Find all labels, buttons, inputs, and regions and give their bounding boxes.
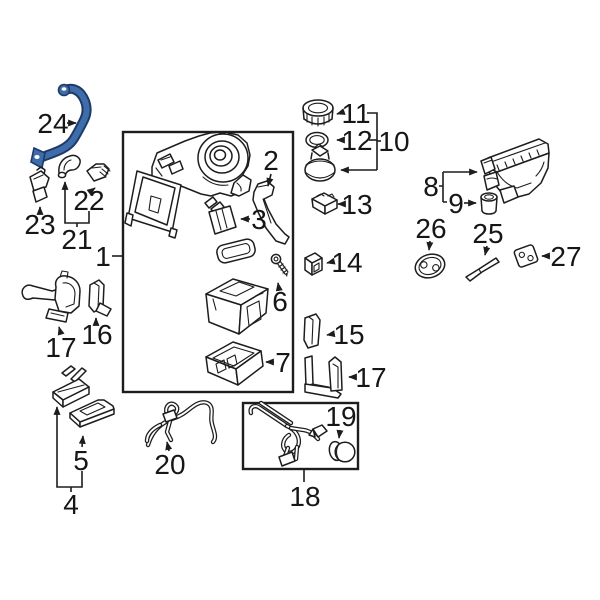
part-21-elbow-hose bbox=[57, 154, 81, 179]
callout-label-10: 10 bbox=[378, 126, 409, 157]
callout-label-5: 5 bbox=[73, 445, 89, 476]
callout-label-26: 26 bbox=[415, 213, 446, 244]
part-19-grommet bbox=[328, 440, 356, 463]
leader-21-bracket bbox=[64, 187, 90, 227]
leader-11 bbox=[336, 108, 346, 115]
part-23-sensor bbox=[29, 166, 50, 203]
part-26-grommet bbox=[414, 253, 446, 279]
part-13-connector bbox=[311, 192, 338, 215]
part-8-air-inlet-housing bbox=[480, 138, 550, 204]
callout-label-17-right: 17 bbox=[355, 362, 386, 393]
leader-lines bbox=[36, 108, 550, 492]
callout-label-21: 21 bbox=[61, 224, 92, 255]
leader-11-bracket bbox=[367, 112, 378, 170]
callout-label-17-left: 17 bbox=[45, 332, 76, 363]
callout-label-4: 4 bbox=[63, 489, 79, 520]
callout-label-22: 22 bbox=[73, 185, 104, 216]
part-11-cap bbox=[302, 99, 334, 127]
part-12-oring bbox=[305, 131, 329, 149]
callout-label-2: 2 bbox=[263, 145, 279, 176]
callout-label-8: 8 bbox=[423, 171, 439, 202]
part-22-sensor-bolt bbox=[86, 163, 111, 182]
callout-label-24: 24 bbox=[37, 108, 68, 139]
part-20-wiring-harness bbox=[144, 400, 218, 448]
callout-label-23: 23 bbox=[24, 209, 55, 240]
part-15-bracket-clip bbox=[303, 313, 321, 349]
part-10-vacuum-motor bbox=[304, 143, 336, 182]
part-3-expansion-valve bbox=[204, 196, 237, 235]
part-18-wiring-harness bbox=[248, 400, 328, 467]
callout-label-15: 15 bbox=[333, 319, 364, 350]
leader-4-bracket bbox=[56, 412, 83, 492]
callout-label-1: 1 bbox=[95, 241, 111, 272]
callout-label-12: 12 bbox=[341, 125, 372, 156]
part-17-left-lever bbox=[21, 270, 81, 323]
leader-17-left bbox=[57, 326, 65, 336]
main-assembly-box bbox=[121, 130, 295, 394]
part-16-clip bbox=[88, 279, 112, 317]
leader-14 bbox=[326, 257, 336, 265]
leader-19 bbox=[336, 429, 344, 439]
callout-label-6: 6 bbox=[272, 286, 288, 317]
part-1-evaporator-case bbox=[124, 131, 252, 239]
leader-6 bbox=[275, 282, 283, 292]
part-7-tray bbox=[205, 341, 264, 386]
part-14-connector-cube bbox=[304, 252, 323, 276]
callout-label-20: 20 bbox=[154, 449, 185, 480]
part-24-heater-hose-highlighted bbox=[30, 83, 92, 170]
part-27-clip bbox=[513, 244, 539, 268]
callout-label-19: 19 bbox=[325, 401, 356, 432]
callout-labels: 1234567891011121314151617171819202122232… bbox=[24, 98, 581, 520]
leader-22 bbox=[86, 187, 96, 196]
part-25-seal-strip bbox=[465, 257, 500, 282]
callout-label-7: 7 bbox=[275, 347, 291, 378]
callout-label-3: 3 bbox=[251, 204, 267, 235]
callout-label-18: 18 bbox=[289, 481, 320, 512]
callout-label-27: 27 bbox=[550, 241, 581, 272]
leader-15 bbox=[326, 330, 336, 338]
callout-label-11: 11 bbox=[341, 98, 370, 129]
part-seal-gasket bbox=[216, 238, 256, 264]
callout-label-9: 9 bbox=[448, 188, 464, 219]
leader-5 bbox=[78, 435, 86, 448]
callout-label-16: 16 bbox=[81, 319, 112, 350]
harness-group-box bbox=[241, 401, 360, 471]
callout-label-14: 14 bbox=[331, 247, 362, 278]
callout-label-25: 25 bbox=[472, 218, 503, 249]
part-9-actuator bbox=[480, 192, 498, 215]
part-4-resistor bbox=[52, 365, 90, 408]
part-17-right-bracket bbox=[304, 355, 343, 399]
part-6-screw bbox=[270, 253, 289, 277]
callout-label-13: 13 bbox=[341, 189, 372, 220]
leader-25 bbox=[483, 245, 491, 256]
leader-26 bbox=[426, 240, 434, 251]
part-1-heater-box bbox=[205, 278, 269, 335]
leader-8-bracket bbox=[439, 172, 447, 203]
leader-20 bbox=[165, 441, 173, 452]
part-5-cover-plate bbox=[69, 399, 115, 428]
leader-2 bbox=[266, 173, 274, 187]
